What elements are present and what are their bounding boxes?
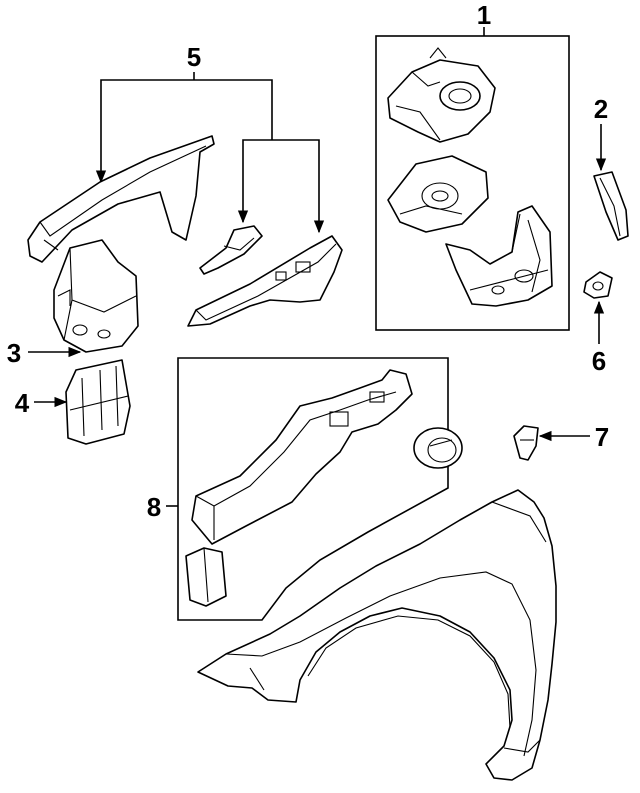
seal-strip-part — [593, 171, 629, 241]
callout-1-label: 1 — [477, 0, 491, 30]
callout-6-label: 6 — [592, 346, 606, 376]
bracket-plate-part — [65, 359, 131, 445]
leader-5-split — [237, 139, 325, 234]
leader-5-top — [95, 79, 273, 184]
lower-rail-part — [187, 235, 343, 327]
front-rail-part — [191, 369, 413, 545]
callout-group-2: 2 — [593, 94, 629, 241]
upper-rail-part — [27, 135, 215, 263]
group-8-box — [177, 357, 449, 621]
callout-group-8: 8 — [147, 357, 463, 621]
front-fender-part — [197, 489, 557, 781]
strut-tower-part — [387, 47, 496, 143]
callout-group-7: 7 — [513, 422, 609, 461]
callout-4-label: 4 — [15, 388, 30, 418]
callout-2-label: 2 — [594, 94, 608, 124]
clip-part — [583, 271, 613, 299]
rail-cap-part — [185, 547, 227, 607]
callout-group-3: 3 — [7, 239, 139, 368]
callout-5-label: 5 — [187, 42, 201, 72]
fender-bracket-part — [513, 425, 539, 461]
callout-group-6: 6 — [583, 271, 613, 376]
wheelhouse-part — [445, 205, 553, 307]
apron-reinforcement-part — [387, 155, 489, 233]
callout-3-label: 3 — [7, 338, 21, 368]
access-door-part — [413, 427, 463, 469]
callout-group-4: 4 — [15, 359, 131, 445]
callout-group-5: 5 — [27, 42, 343, 327]
rail-bracket-part — [199, 225, 263, 275]
callout-group-1: 1 — [375, 0, 570, 331]
callout-8-label: 8 — [147, 492, 161, 522]
group-1-box — [375, 35, 570, 331]
shock-bracket-part — [53, 239, 139, 353]
callout-7-label: 7 — [595, 422, 609, 452]
